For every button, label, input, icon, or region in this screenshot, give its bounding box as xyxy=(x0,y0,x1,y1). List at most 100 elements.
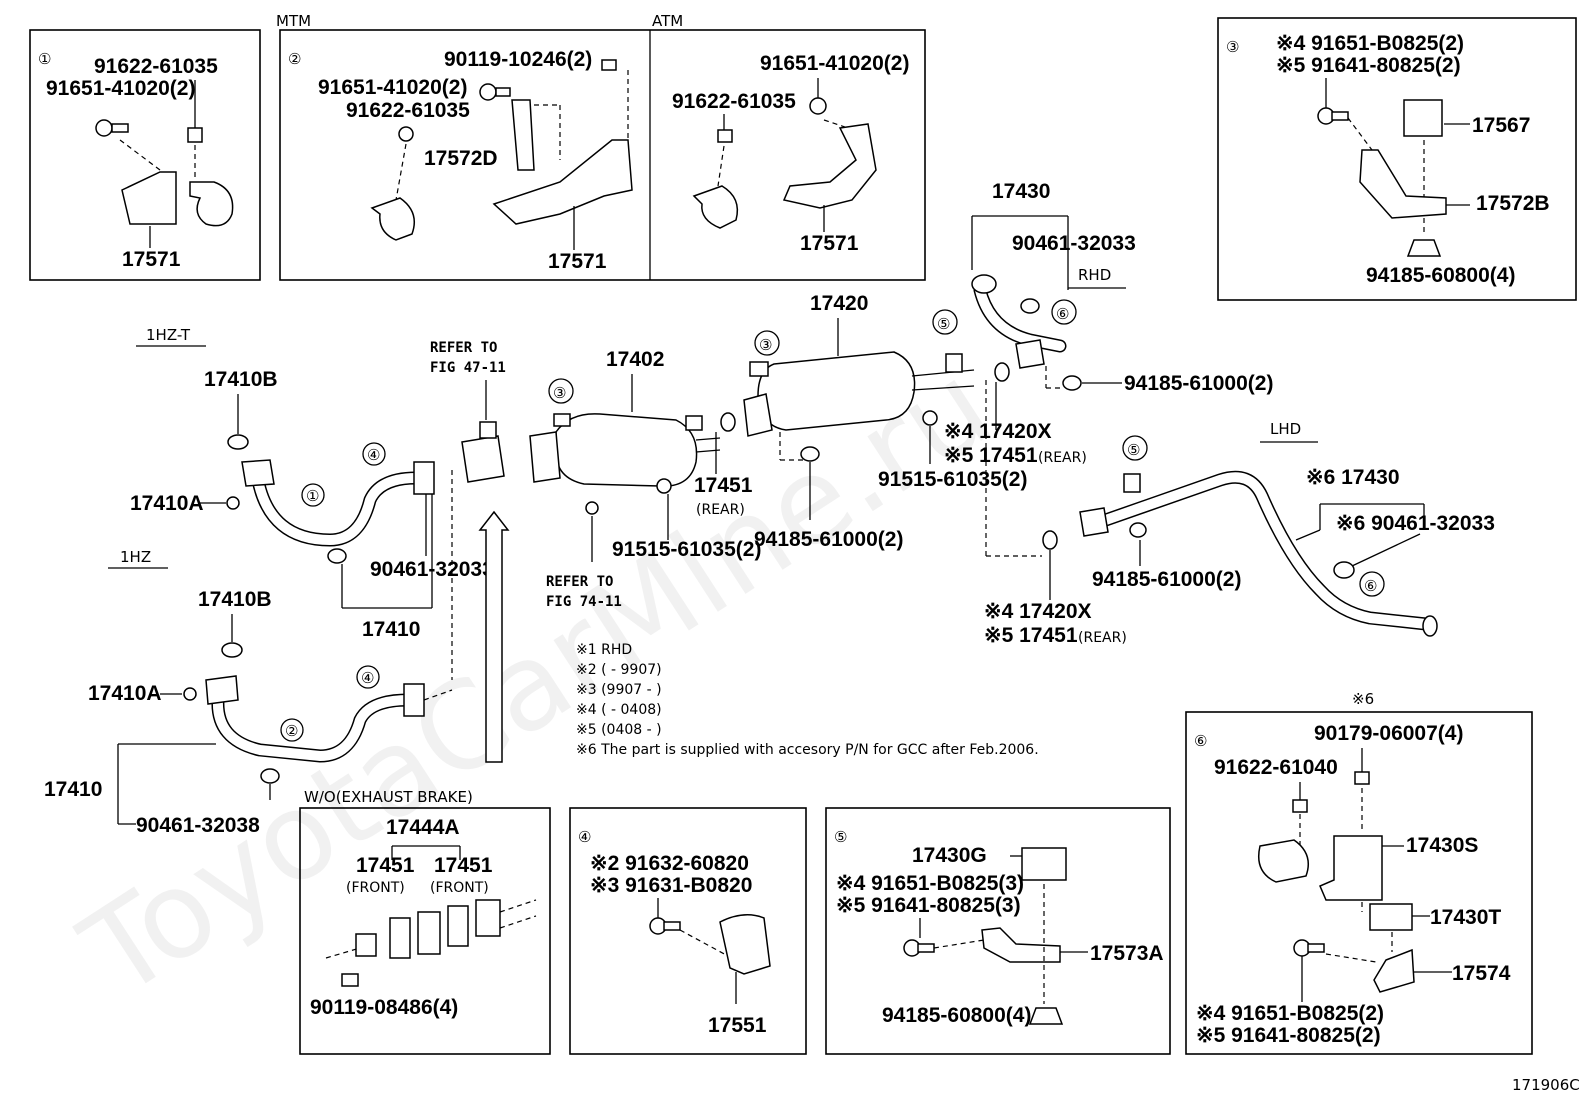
part-label[interactable]: ※4 17420X xyxy=(984,600,1092,623)
detail-box-wo-exhaust-brake: W/O(EXHAUST BRAKE) 17444A 17451 (FRONT) … xyxy=(299,788,551,1055)
part-label[interactable]: 94185-61000(2) xyxy=(1092,568,1241,591)
part-label[interactable]: 94185-61000(2) xyxy=(754,528,903,551)
gasket-icon xyxy=(1042,530,1058,550)
part-label[interactable]: (REAR) xyxy=(1038,450,1087,466)
part-label[interactable]: 17451 xyxy=(356,854,415,877)
part-label[interactable]: 91622-61035 xyxy=(94,55,218,78)
bolt-icon xyxy=(922,410,938,426)
part-label[interactable]: (REAR) xyxy=(1078,630,1127,646)
part-label[interactable]: (FRONT) xyxy=(346,880,405,896)
part-label[interactable]: 90461-32038 xyxy=(136,814,260,837)
part-label[interactable]: 17410 xyxy=(44,778,102,801)
part-label[interactable]: ※3 91631-B0820 xyxy=(590,874,752,897)
bracket-icon xyxy=(492,139,633,225)
part-label[interactable]: 17430T xyxy=(1430,906,1501,929)
part-label[interactable]: ※5 91641-80825(2) xyxy=(1276,54,1461,77)
part-label[interactable]: 17402 xyxy=(606,348,664,371)
part-label[interactable]: 17410A xyxy=(88,682,162,705)
muffler-icon xyxy=(757,351,916,431)
part-label[interactable]: 91622-61035 xyxy=(672,90,796,113)
part-label[interactable]: 91622-61035 xyxy=(346,99,470,122)
part-label[interactable]: 90119-10246(2) xyxy=(444,48,592,71)
cushion-icon xyxy=(1062,375,1082,391)
part-label[interactable]: 91651-41020(2) xyxy=(46,77,195,100)
part-label[interactable]: 17430 xyxy=(992,180,1050,203)
part-label[interactable]: ※4 17420X xyxy=(944,420,1052,443)
bracket-icon xyxy=(782,123,877,209)
part-label[interactable]: 90119-08486(4) xyxy=(310,996,458,1019)
part-label[interactable]: 17410 xyxy=(362,618,420,641)
part-label[interactable]: 17567 xyxy=(1472,114,1530,137)
bolt-icon xyxy=(479,83,497,101)
actuator-icon xyxy=(479,421,497,439)
part-label[interactable]: 17410A xyxy=(130,492,204,515)
flange-icon xyxy=(413,461,435,495)
part-label[interactable]: 91515-61035(2) xyxy=(612,538,761,561)
figure-code: 171906C xyxy=(1512,1076,1580,1094)
part-label[interactable]: 91651-41020(2) xyxy=(318,76,467,99)
part-label[interactable]: ※6 17430 xyxy=(1306,466,1400,489)
part-label[interactable]: ※2 91632-60820 xyxy=(590,852,749,875)
tail-pipe-lhd: LHD ⑤ 94185-61000(2) ※6 17430 ※6 90461-3… xyxy=(984,420,1495,647)
circle-label-4: ④ xyxy=(578,828,591,846)
part-label[interactable]: 17571 xyxy=(800,232,859,255)
part-label[interactable]: ※6 90461-32033 xyxy=(1336,512,1495,535)
part-label[interactable]: 17573A xyxy=(1090,942,1164,965)
detail-box-2: MTM ATM ② 90119-10246(2) 91651-41020(2) … xyxy=(276,12,926,281)
section-label-1hzt: 1HZ-T xyxy=(146,326,191,344)
gasket-icon xyxy=(994,362,1010,382)
front-pipe-1hz: 17410B 17410A ④ ② 17410 90461-32038 xyxy=(44,588,453,837)
part-label[interactable]: 17430S xyxy=(1406,834,1478,857)
part-label[interactable]: 17571 xyxy=(122,248,181,271)
part-label[interactable]: 17571 xyxy=(548,250,607,273)
part-label[interactable]: 90461-32033 xyxy=(370,558,494,581)
part-label[interactable]: ※5 91641-80825(3) xyxy=(836,894,1021,917)
part-label[interactable]: 90461-32033 xyxy=(1012,232,1136,255)
part-label[interactable]: 91651-41020(2) xyxy=(760,52,909,75)
part-label[interactable]: ※5 17451 xyxy=(984,624,1078,647)
part-label[interactable]: 91622-61040 xyxy=(1214,756,1338,779)
part-label[interactable]: 17410B xyxy=(204,368,278,391)
part-label[interactable]: 17451 xyxy=(694,474,753,497)
part-label[interactable]: ※4 91651-B0825(3) xyxy=(836,872,1024,895)
refer-note[interactable]: REFER TO xyxy=(546,574,613,590)
part-label[interactable]: ※4 91651-B0825(2) xyxy=(1276,32,1464,55)
part-label[interactable]: 17551 xyxy=(708,1014,767,1037)
part-label[interactable]: 90179-06007(4) xyxy=(1314,722,1463,745)
part-label[interactable]: 91515-61035(2) xyxy=(878,468,1027,491)
refer-note[interactable]: FIG 74-11 xyxy=(546,594,622,610)
part-label[interactable]: (FRONT) xyxy=(430,880,489,896)
refer-note[interactable]: REFER TO xyxy=(430,340,497,356)
bolt-icon xyxy=(585,501,599,515)
part-label[interactable]: 17420 xyxy=(810,292,868,315)
flange-icon xyxy=(403,683,425,717)
cushion-icon xyxy=(1028,1007,1064,1025)
part-label[interactable]: 94185-60800(4) xyxy=(1366,264,1515,287)
flange-icon xyxy=(1015,339,1045,369)
part-label[interactable]: 94185-61000(2) xyxy=(1124,372,1273,395)
clamp-icon xyxy=(189,181,234,227)
part-label[interactable]: 17444A xyxy=(386,816,460,839)
part-label[interactable]: ※4 91651-B0825(2) xyxy=(1196,1002,1384,1025)
detail-box-3: ③ ※4 91651-B0825(2) ※5 91641-80825(2) 17… xyxy=(1217,17,1577,301)
mount-icon xyxy=(1021,847,1067,881)
part-label[interactable]: 17574 xyxy=(1452,962,1511,985)
part-label[interactable]: ※5 91641-80825(2) xyxy=(1196,1024,1381,1047)
bracket-icon xyxy=(1319,835,1383,901)
part-label[interactable]: 17430G xyxy=(912,844,987,867)
flange-icon xyxy=(529,431,561,483)
circle-label-6: ⑥ xyxy=(1194,732,1207,750)
refer-note[interactable]: FIG 47-11 xyxy=(430,360,506,376)
part-label[interactable]: (REAR) xyxy=(696,502,745,518)
circle-label-1: ① xyxy=(38,50,51,68)
part-label[interactable]: 17451 xyxy=(434,854,493,877)
flange-icon xyxy=(205,675,239,705)
part-label[interactable]: 17572D xyxy=(424,147,498,170)
circle-label-3: ③ xyxy=(553,384,566,402)
part-label[interactable]: 17410B xyxy=(198,588,272,611)
part-label[interactable]: 17572B xyxy=(1476,192,1550,215)
part-label[interactable]: ※5 17451 xyxy=(944,444,1038,467)
gasket-icon xyxy=(221,642,243,658)
exhaust-brake-valve: REFER TO FIG 47-11 xyxy=(430,340,510,763)
part-label[interactable]: 94185-60800(4) xyxy=(882,1004,1031,1027)
